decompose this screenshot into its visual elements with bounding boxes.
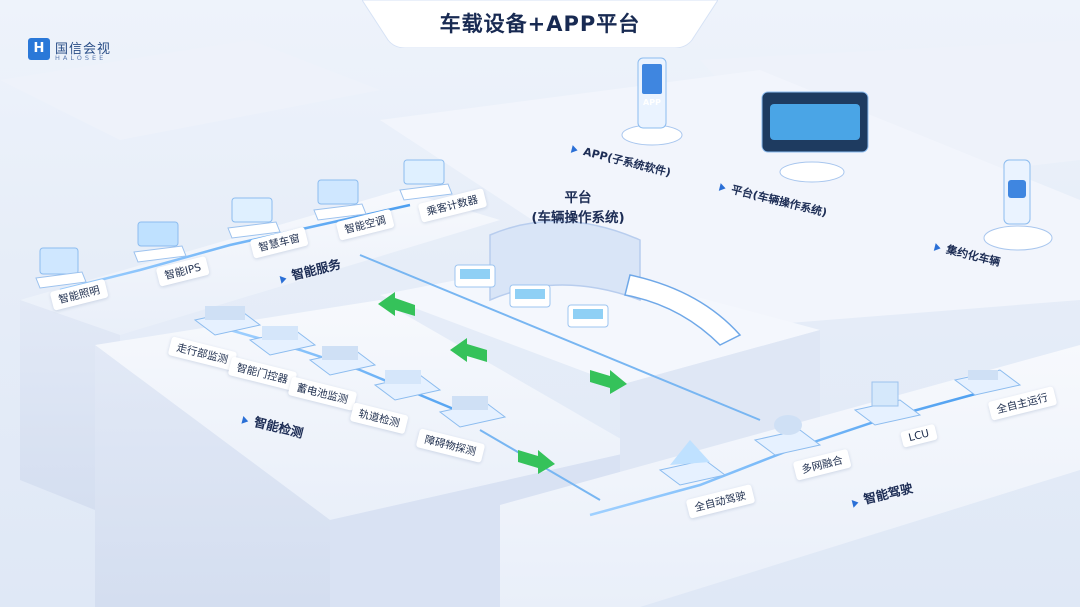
drive-terrace-top	[500, 345, 1080, 607]
logo-mark: H	[28, 38, 50, 60]
logo-subtitle: HALOSEE	[55, 54, 107, 62]
lighting-device-icon	[35, 247, 87, 289]
app-terrace-top	[380, 70, 1080, 330]
arrow-right-lower	[518, 450, 555, 474]
auto-drive-icon	[658, 440, 727, 486]
battery-monitor-icon	[308, 346, 377, 376]
detect-terrace-side-left	[95, 345, 330, 607]
door-controller-icon	[248, 326, 317, 356]
platform-label: 平台 (车辆操作系统)	[518, 188, 638, 228]
train	[624, 274, 742, 346]
page-title: 车载设备+APP平台	[439, 12, 641, 36]
platform-label-line2: (车辆操作系统)	[531, 210, 625, 226]
counter-device-icon	[399, 159, 453, 201]
platform-to-drive-line	[359, 254, 761, 421]
app-icon-text: APP	[643, 98, 661, 107]
arrow-left-middle	[450, 338, 487, 362]
multi-network-icon	[753, 415, 822, 456]
title-banner: 车载设备+APP平台	[362, 0, 718, 48]
app-phone-icon	[621, 57, 683, 146]
triangle-marker-icon	[241, 415, 250, 425]
triangle-marker-icon	[718, 183, 727, 193]
bogie-monitor-icon	[193, 306, 262, 336]
fleet-vehicle-icon	[983, 159, 1053, 251]
track-detect-icon	[373, 370, 442, 401]
lcu-icon	[853, 381, 922, 426]
logo-letter: H	[33, 41, 45, 56]
arrow-right-middle	[590, 370, 627, 394]
far-block-left	[0, 40, 380, 140]
vehicle-os-screen-icon	[761, 91, 869, 183]
triangle-marker-icon	[851, 498, 860, 508]
triangle-marker-icon	[279, 274, 288, 284]
triangle-marker-icon	[933, 243, 942, 253]
title-banner-bg	[362, 0, 718, 48]
logo-name: 国信会视	[55, 42, 112, 57]
triangle-marker-icon	[570, 145, 579, 155]
platform-screens	[454, 264, 609, 328]
ips-device-icon	[133, 221, 187, 263]
obstacle-detect-icon	[438, 396, 507, 428]
ac-device-icon	[313, 179, 367, 221]
autonomous-operation-icon	[953, 369, 1022, 396]
arrow-left-upper	[378, 292, 415, 316]
window-device-icon	[227, 197, 281, 239]
platform-label-line1: 平台	[564, 190, 592, 206]
